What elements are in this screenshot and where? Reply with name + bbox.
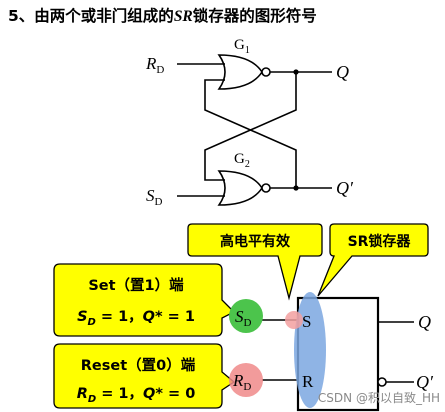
active-high-text: 高电平有效: [220, 233, 291, 250]
nor-gate-g1: [217, 54, 263, 90]
feedback-q-to-g2: [204, 72, 297, 181]
qbar-output-label: Q′: [336, 178, 354, 198]
block-qbar-bubble: [377, 377, 387, 387]
gate-g2-label: G2: [234, 151, 250, 170]
callout-active-high: 高电平有效: [187, 223, 323, 301]
junction-dot-qbar: [293, 185, 299, 191]
block-q-label: Q: [418, 312, 431, 332]
page-title: 5、由两个或非门组成的SR锁存器的图形符号: [8, 6, 317, 25]
sd-input-label: SD: [146, 186, 163, 208]
nor-latch-circuit: [177, 54, 332, 206]
reset-input-highlight: [229, 363, 263, 397]
callout-reset: Reset（置0）端 RD = 1，Q* = 0: [53, 343, 236, 409]
reset-equation-text: RD = 1，Q* = 0: [77, 386, 196, 405]
set-input-highlight: [229, 299, 263, 333]
gate-g1-label: G1: [234, 37, 250, 56]
reset-title-text: Reset（置0）端: [81, 356, 196, 374]
block-qbar-label: Q′: [416, 372, 434, 392]
feedback-qbar-to-g1: [204, 79, 297, 188]
block-pin-r: R: [302, 372, 314, 391]
watermark-text: CSDN @积以自致_HH: [318, 391, 440, 405]
set-equation-text: SD = 1，Q* = 1: [77, 309, 195, 328]
set-title-text: Set（置1）端: [88, 276, 184, 294]
nor-gate-g2: [217, 170, 263, 206]
g1-inversion-bubble: [261, 67, 271, 77]
g2-inversion-bubble: [261, 183, 271, 193]
block-rd-label: RD: [232, 371, 251, 393]
block-sd-label: SD: [235, 307, 252, 329]
callout-sr-latch: SR锁存器: [317, 223, 429, 297]
block-pin-s: S: [302, 312, 311, 331]
sr-latch-block: S R SD RD Q Q′: [229, 292, 434, 412]
callout-set: Set（置1）端 SD = 1，Q* = 1: [53, 263, 236, 337]
s-pin-marker: [285, 311, 303, 329]
q-output-label: Q: [336, 62, 349, 82]
junction-dot-q: [293, 69, 299, 75]
sr-latch-text: SR锁存器: [348, 233, 412, 250]
rd-input-label: RD: [145, 54, 164, 76]
